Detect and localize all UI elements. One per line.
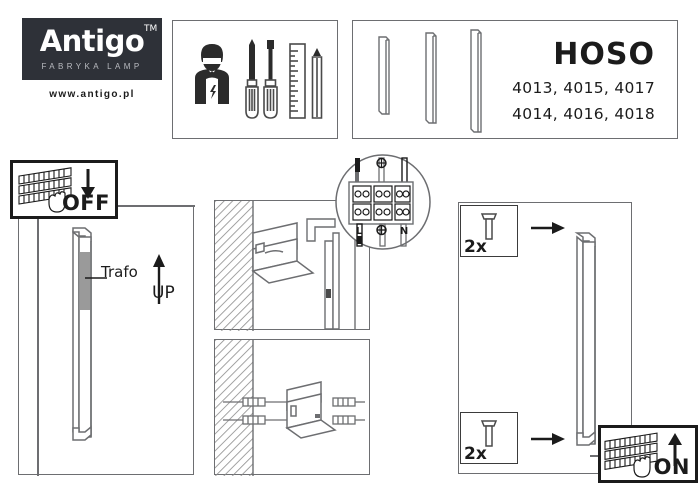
pencil-icon [311, 48, 323, 119]
on-connector-horizontal [590, 455, 600, 457]
brand-name-text: Antigo [39, 24, 145, 58]
wall-bracket [285, 381, 337, 439]
final-mount-illustration [531, 222, 596, 446]
fuse-box-on-illustration [604, 432, 682, 478]
off-connector-horizontal [115, 205, 195, 207]
anchor-installation-panel [214, 339, 370, 476]
off-connector-vertical [37, 216, 39, 476]
brand-website: www.antigo.pl [49, 89, 135, 100]
screw-icon [480, 420, 498, 447]
wall-hatch [215, 340, 253, 476]
wall-anchors [223, 397, 287, 425]
anchor-illustration [215, 340, 365, 476]
terminal-label-neutral: N [400, 226, 408, 237]
wall-bracket [251, 222, 315, 284]
model-numbers-line-2: 4014, 4016, 4018 [512, 105, 655, 123]
screw-icon [480, 213, 498, 240]
up-label: UP [152, 283, 175, 303]
arrow-right-top-icon [531, 222, 565, 234]
screw-icon-top [480, 213, 498, 240]
screw-icon-bottom [480, 420, 498, 447]
mounted-lamp [574, 232, 596, 446]
wall-hatch [215, 201, 253, 331]
lamp-variants-illustration [378, 29, 482, 133]
hand-icon [633, 456, 651, 478]
terminal-label-earth [376, 224, 387, 236]
fuse-box-icon [604, 432, 658, 471]
arrow-right-bottom-icon [531, 433, 565, 445]
screws-right [332, 397, 365, 425]
hand-icon [48, 191, 66, 213]
phillips-screwdriver-icon [245, 39, 259, 119]
lamp-variant-medium [425, 32, 437, 124]
power-on-label: ON [653, 455, 690, 479]
screw-quantity-top: 2x [460, 205, 518, 257]
fixture-orientation-panel [18, 205, 194, 475]
lamp-variant-short [378, 36, 390, 115]
trafo-label: Trafo [101, 263, 138, 281]
power-on-callout[interactable]: ON [598, 425, 698, 483]
arrow-down-icon [81, 169, 95, 199]
wiring-detail-callout: L N [333, 152, 433, 252]
arrow-up-icon [668, 433, 682, 466]
power-off-callout[interactable]: OFF [10, 160, 118, 219]
ruler-icon [289, 43, 306, 119]
power-off-label: OFF [61, 191, 110, 215]
product-models-panel: HOSO 4013, 4015, 4017 4014, 4016, 4018 [352, 20, 678, 139]
product-title: HOSO [553, 37, 655, 72]
terminal-block-illustration: L N [335, 154, 431, 250]
fuse-box-off-illustration [18, 167, 95, 213]
fixture-illustration [72, 227, 165, 441]
up-arrow-icon [153, 254, 165, 304]
tools-illustration [195, 39, 323, 119]
screw-quantity-bottom: 2x [460, 412, 518, 464]
terminal-label-live: L [356, 226, 363, 237]
flathead-screwdriver-icon [263, 40, 278, 119]
required-tools-panel [172, 20, 338, 139]
electrician-icon [195, 44, 229, 104]
lamp-profile [306, 218, 340, 330]
bracket-wall-illustration [215, 201, 356, 331]
trademark-symbol: TM [144, 24, 158, 34]
screw-quantity-top-label: 2x [464, 237, 487, 257]
lamp-variant-long [470, 29, 482, 133]
model-numbers-line-1: 4013, 4015, 4017 [512, 79, 655, 97]
terminal-screws [352, 185, 411, 221]
screw-quantity-bottom-label: 2x [464, 444, 487, 464]
transformer-segment [80, 252, 90, 310]
brand-tagline: FABRYKA LAMP [41, 62, 143, 71]
